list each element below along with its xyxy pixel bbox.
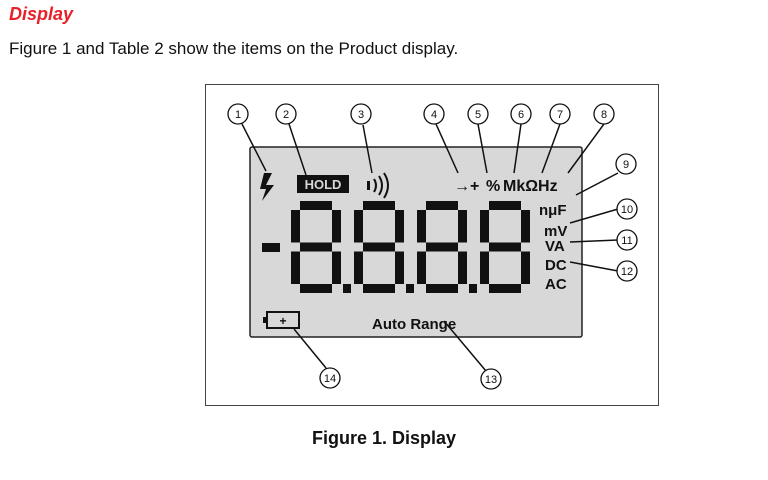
display-diagram: HOLD →+ % MkΩHz nμF mV VA DC AC + Auto R… [227,103,638,390]
callout-number-11: 11 [621,235,632,247]
digit-4-segment [489,284,521,293]
digit-3-segment [417,210,426,243]
seven-segment-digits [291,201,530,293]
digit-2-segment [354,251,363,284]
callout-number-13: 13 [485,374,497,386]
callout-circle-1 [227,103,249,125]
digit-1-segment [332,251,341,284]
callout-number-1: 1 [235,109,241,121]
digit-3-segment [417,251,426,284]
callout-circle-9 [615,153,637,175]
callout-circle-5 [467,103,489,125]
digit-2-segment [363,284,395,293]
capacitance-unit-label: nμF [539,202,567,219]
callout-number-8: 8 [601,109,607,121]
decimal-point [469,284,477,293]
decimal-point [406,284,414,293]
callout-circle-12 [616,260,638,282]
callout-circle-7 [549,103,571,125]
digit-2-segment [395,251,404,284]
digit-1-segment [300,284,332,293]
decimal-point [343,284,351,293]
callout-number-6: 6 [518,109,524,121]
battery-icon: + [263,311,300,329]
digit-4-segment [480,210,489,243]
digit-4-segment [521,251,530,284]
callout-number-5: 5 [475,109,481,121]
callout-circle-11 [616,229,638,251]
callout-leaders [241,123,619,372]
millivolt-label: mV [544,223,567,240]
digit-2-segment [395,210,404,243]
callout-number-10: 10 [621,204,633,216]
diode-icon: →+ [454,178,479,195]
percent-label: % [486,178,500,195]
digit-1-segment [300,201,332,210]
callout-number-7: 7 [557,109,563,121]
digit-2-segment [354,210,363,243]
callout-circle-8 [593,103,615,125]
digit-1-segment [300,242,332,252]
va-label: VA [545,238,565,255]
digit-3-segment [426,242,458,252]
digit-3-segment [458,251,467,284]
callout-number-14: 14 [324,373,336,385]
callout-circle-3 [350,103,372,125]
callout-number-3: 3 [358,109,364,121]
digit-1-segment [332,210,341,243]
digit-3-segment [458,210,467,243]
callout-number-2: 2 [283,109,289,121]
auto-range-label: Auto Range [372,316,456,333]
callout-circle-2 [275,103,297,125]
digit-1-segment [291,251,300,284]
digit-4-segment [521,210,530,243]
dc-label: DC [545,257,567,274]
figure-caption: Figure 1. Display [311,428,457,448]
digit-4-segment [489,242,521,252]
callout-number-12: 12 [621,266,633,278]
callout-circle-6 [510,103,532,125]
battery-plus: + [279,314,286,328]
minus-sign [262,243,280,252]
digit-3-segment [426,284,458,293]
digit-4-segment [489,201,521,210]
units-top-label: MkΩHz [503,178,558,195]
hold-label: HOLD [305,177,342,192]
callout-circle-13 [480,368,502,390]
display-figure: HOLD →+ % MkΩHz nμF mV VA DC AC + Auto R… [205,84,659,406]
continuity-icon [367,172,389,199]
hold-badge [297,175,349,193]
callout-number-9: 9 [623,159,629,171]
digit-2-segment [363,242,395,252]
callout-circle-10 [616,198,638,220]
ac-label: AC [545,276,567,293]
digit-3-segment [426,201,458,210]
intro-paragraph: Figure 1 and Table 2 show the items on t… [9,39,459,58]
section-heading: Display [9,4,74,24]
callout-circle-4 [423,103,445,125]
digit-1-segment [291,210,300,243]
callout-circle-14 [319,367,341,389]
digit-4-segment [480,251,489,284]
high-voltage-icon [260,173,274,201]
callout-number-4: 4 [431,109,437,121]
digit-2-segment [363,201,395,210]
